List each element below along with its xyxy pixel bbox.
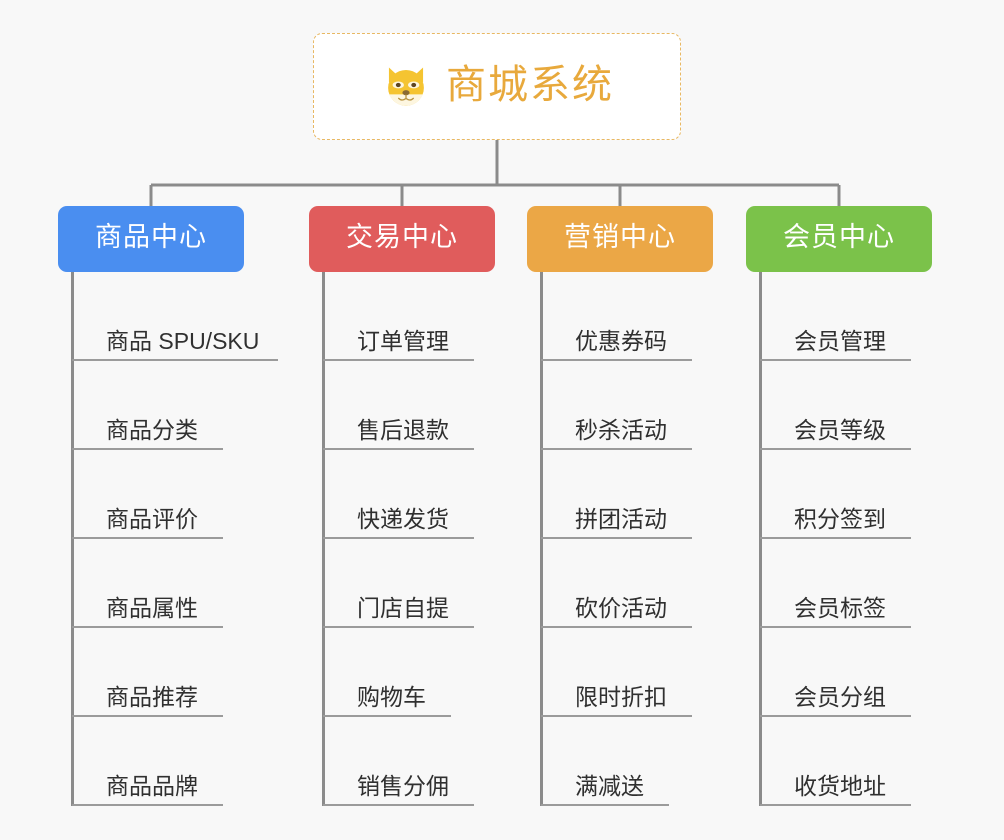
leaf-item[interactable]: 商品品牌 bbox=[71, 717, 232, 806]
leaf-item-label: 商品属性 bbox=[106, 595, 198, 621]
leaf-item-label: 拼团活动 bbox=[575, 506, 667, 532]
column-spine bbox=[540, 272, 543, 806]
leaf-item-label: 门店自提 bbox=[357, 595, 449, 621]
leaf-item[interactable]: 售后退款 bbox=[322, 361, 483, 450]
root-node[interactable]: 商城系统 bbox=[313, 33, 681, 140]
category-label: 营销中心 bbox=[564, 222, 676, 252]
leaf-item-underline bbox=[323, 448, 474, 450]
leaf-item-underline bbox=[760, 448, 911, 450]
leaf-item[interactable]: 商品分类 bbox=[71, 361, 232, 450]
leaf-item-label: 购物车 bbox=[357, 684, 426, 710]
leaf-item[interactable]: 门店自提 bbox=[322, 539, 483, 628]
leaf-item-label: 订单管理 bbox=[357, 328, 449, 354]
leaf-item[interactable]: 优惠券码 bbox=[540, 272, 701, 361]
leaf-item-label: 秒杀活动 bbox=[575, 417, 667, 443]
leaf-item-label: 售后退款 bbox=[357, 417, 449, 443]
category-box-product-center[interactable]: 商品中心 bbox=[58, 206, 244, 272]
leaf-item-label: 商品推荐 bbox=[106, 684, 198, 710]
leaf-item-underline bbox=[541, 359, 692, 361]
leaf-item[interactable]: 商品评价 bbox=[71, 450, 232, 539]
leaf-item[interactable]: 商品 SPU/SKU bbox=[71, 272, 287, 361]
leaf-item-label: 砍价活动 bbox=[575, 595, 667, 621]
leaf-item-underline bbox=[760, 359, 911, 361]
leaf-item-label: 会员分组 bbox=[794, 684, 886, 710]
category-box-marketing-center[interactable]: 营销中心 bbox=[527, 206, 713, 272]
leaf-item[interactable]: 满减送 bbox=[540, 717, 678, 806]
leaf-item-label: 会员管理 bbox=[794, 328, 886, 354]
leaf-item-label: 收货地址 bbox=[794, 773, 886, 799]
leaf-item-underline bbox=[541, 537, 692, 539]
leaf-item-label: 会员标签 bbox=[794, 595, 886, 621]
leaf-item-underline bbox=[541, 715, 692, 717]
column-spine bbox=[322, 272, 325, 806]
leaf-item-underline bbox=[323, 715, 451, 717]
leaf-item-underline bbox=[541, 448, 692, 450]
leaf-item-label: 商品品牌 bbox=[106, 773, 198, 799]
leaf-item-label: 商品分类 bbox=[106, 417, 198, 443]
leaf-item-label: 销售分佣 bbox=[357, 773, 449, 799]
leaf-item[interactable]: 快递发货 bbox=[322, 450, 483, 539]
category-label: 商品中心 bbox=[95, 222, 207, 252]
leaf-item[interactable]: 销售分佣 bbox=[322, 717, 483, 806]
leaf-item-underline bbox=[72, 537, 223, 539]
leaf-item-underline bbox=[760, 715, 911, 717]
leaf-item[interactable]: 商品推荐 bbox=[71, 628, 232, 717]
leaf-item[interactable]: 订单管理 bbox=[322, 272, 483, 361]
leaf-item-label: 会员等级 bbox=[794, 417, 886, 443]
leaf-item-underline bbox=[72, 448, 223, 450]
leaf-item-underline bbox=[323, 626, 474, 628]
leaf-item-label: 限时折扣 bbox=[575, 684, 667, 710]
dog-face-icon bbox=[380, 61, 432, 113]
leaf-item[interactable]: 收货地址 bbox=[759, 717, 920, 806]
column-spine bbox=[759, 272, 762, 806]
leaf-item[interactable]: 会员分组 bbox=[759, 628, 920, 717]
leaf-item[interactable]: 限时折扣 bbox=[540, 628, 701, 717]
leaf-item[interactable]: 会员标签 bbox=[759, 539, 920, 628]
leaf-item[interactable]: 积分签到 bbox=[759, 450, 920, 539]
category-box-trade-center[interactable]: 交易中心 bbox=[309, 206, 495, 272]
leaf-item[interactable]: 购物车 bbox=[322, 628, 460, 717]
leaf-item[interactable]: 会员等级 bbox=[759, 361, 920, 450]
leaf-item[interactable]: 商品属性 bbox=[71, 539, 232, 628]
leaf-item-label: 积分签到 bbox=[794, 506, 886, 532]
column-spine bbox=[71, 272, 74, 806]
category-box-member-center[interactable]: 会员中心 bbox=[746, 206, 932, 272]
leaf-item-underline bbox=[323, 359, 474, 361]
leaf-item-underline bbox=[760, 537, 911, 539]
leaf-item-label: 满减送 bbox=[575, 773, 644, 799]
leaf-item-label: 快递发货 bbox=[357, 506, 449, 532]
category-label: 交易中心 bbox=[346, 222, 458, 252]
leaf-item[interactable]: 会员管理 bbox=[759, 272, 920, 361]
leaf-item-underline bbox=[72, 626, 223, 628]
leaf-item-underline bbox=[760, 626, 911, 628]
leaf-item[interactable]: 砍价活动 bbox=[540, 539, 701, 628]
leaf-item[interactable]: 拼团活动 bbox=[540, 450, 701, 539]
leaf-item-underline bbox=[72, 715, 223, 717]
leaf-item-label: 优惠券码 bbox=[575, 328, 667, 354]
leaf-item[interactable]: 秒杀活动 bbox=[540, 361, 701, 450]
leaf-item-underline bbox=[72, 804, 223, 806]
root-title: 商城系统 bbox=[446, 62, 614, 107]
leaf-item-underline bbox=[541, 626, 692, 628]
leaf-item-underline bbox=[760, 804, 911, 806]
leaf-item-label: 商品评价 bbox=[106, 506, 198, 532]
leaf-item-underline bbox=[72, 359, 278, 361]
leaf-item-underline bbox=[323, 804, 474, 806]
leaf-item-label: 商品 SPU/SKU bbox=[106, 328, 260, 354]
leaf-item-underline bbox=[541, 804, 669, 806]
leaf-item-underline bbox=[323, 537, 474, 539]
category-label: 会员中心 bbox=[783, 222, 895, 252]
